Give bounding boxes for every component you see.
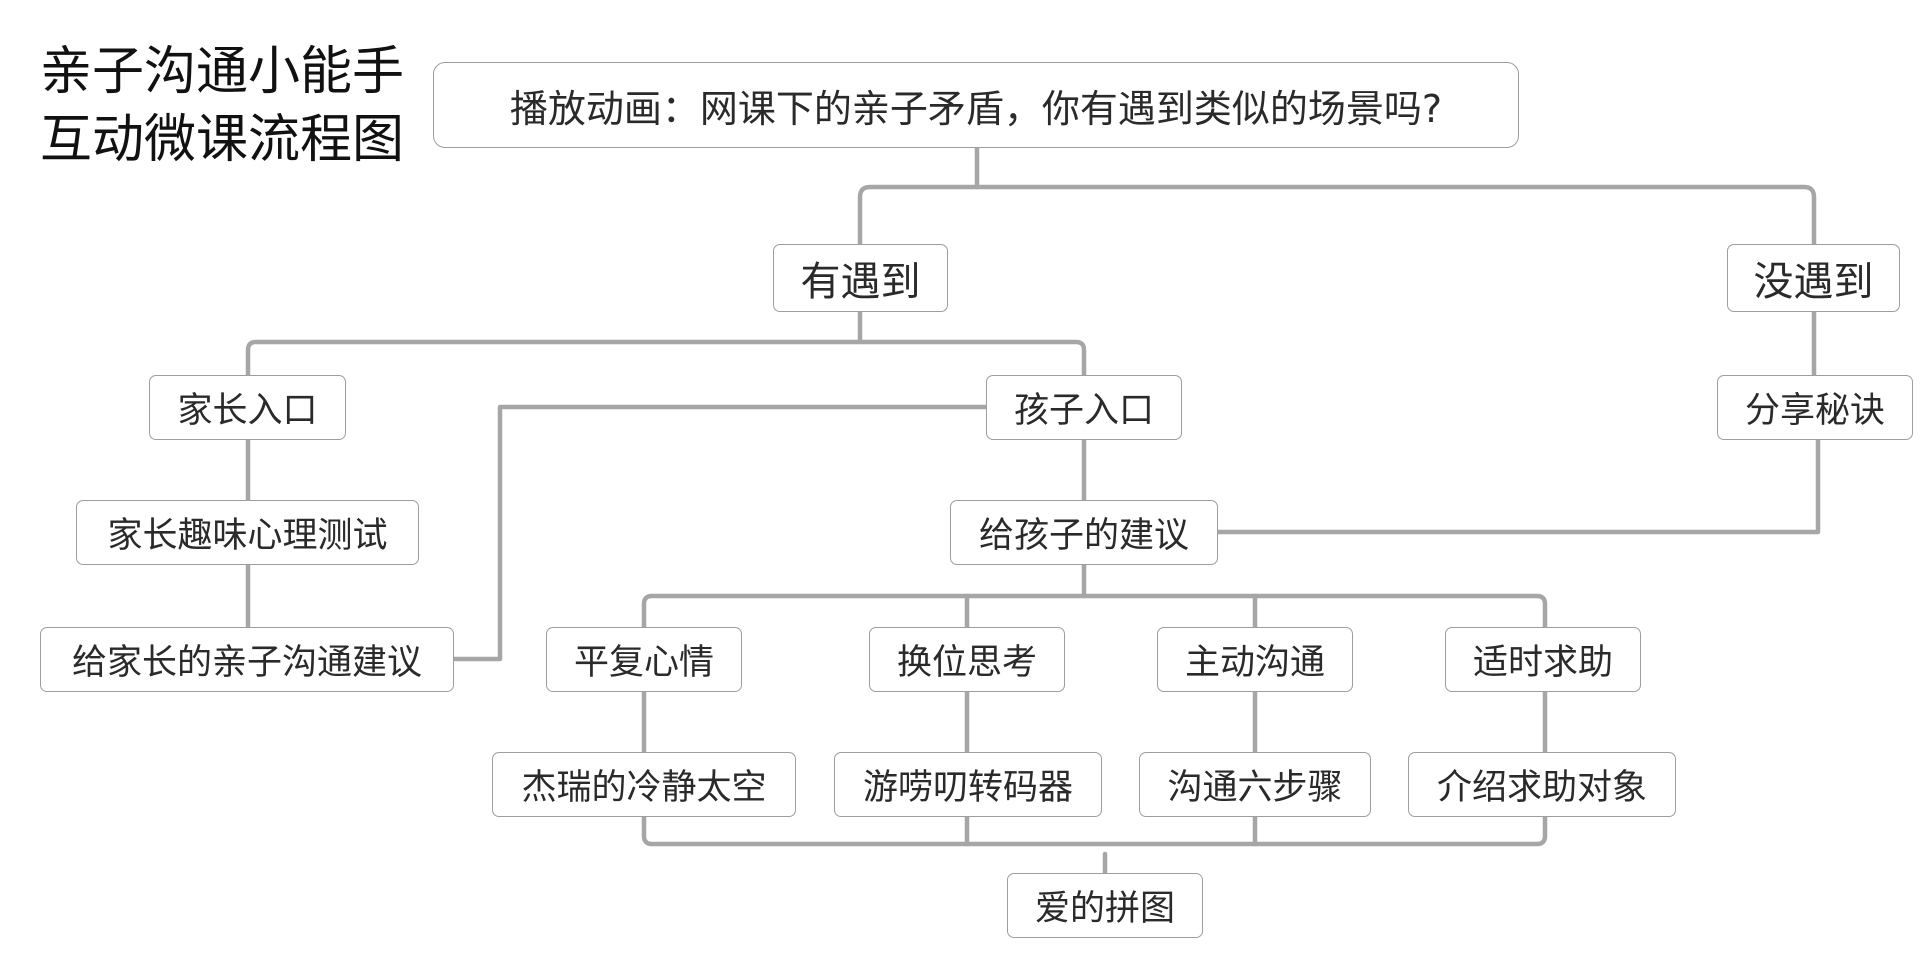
node-calm-down: 平复心情 — [546, 627, 742, 692]
node-child-advice: 给孩子的建议 — [950, 500, 1218, 565]
node-root: 播放动画：网课下的亲子矛盾，你有遇到类似的场景吗? — [433, 62, 1519, 148]
connector-four-bar — [641, 593, 1548, 630]
node-jerry-space: 杰瑞的冷静太空 — [492, 752, 796, 817]
connector-split-bar — [857, 184, 1817, 247]
title-line-2: 互动微课流程图 — [40, 110, 405, 170]
node-not-met: 没遇到 — [1727, 244, 1900, 312]
node-translator: 游唠叨转码器 — [834, 752, 1102, 817]
node-met: 有遇到 — [773, 244, 948, 312]
node-six-steps: 沟通六步骤 — [1139, 752, 1371, 817]
node-love-puzzle: 爱的拼图 — [1007, 873, 1203, 938]
node-parent-entry: 家长入口 — [149, 375, 346, 440]
connector-parentadvice-child — [449, 404, 991, 662]
connector-share-advice — [1215, 437, 1821, 535]
node-help-targets: 介绍求助对象 — [1408, 752, 1676, 817]
node-communicate: 主动沟通 — [1157, 627, 1353, 692]
node-parent-test: 家长趣味心理测试 — [76, 500, 419, 565]
connector-bottom-bar — [641, 814, 1548, 847]
node-child-entry: 孩子入口 — [986, 375, 1182, 440]
node-parent-advice: 给家长的亲子沟通建议 — [40, 627, 454, 692]
node-seek-help: 适时求助 — [1445, 627, 1641, 692]
connector-entries-bar — [245, 339, 1087, 378]
title-line-1: 亲子沟通小能手 — [40, 42, 405, 102]
node-perspective: 换位思考 — [869, 627, 1065, 692]
diagram-title: 亲子沟通小能手 互动微课流程图 — [40, 38, 404, 174]
node-share-tips: 分享秘诀 — [1717, 375, 1913, 440]
